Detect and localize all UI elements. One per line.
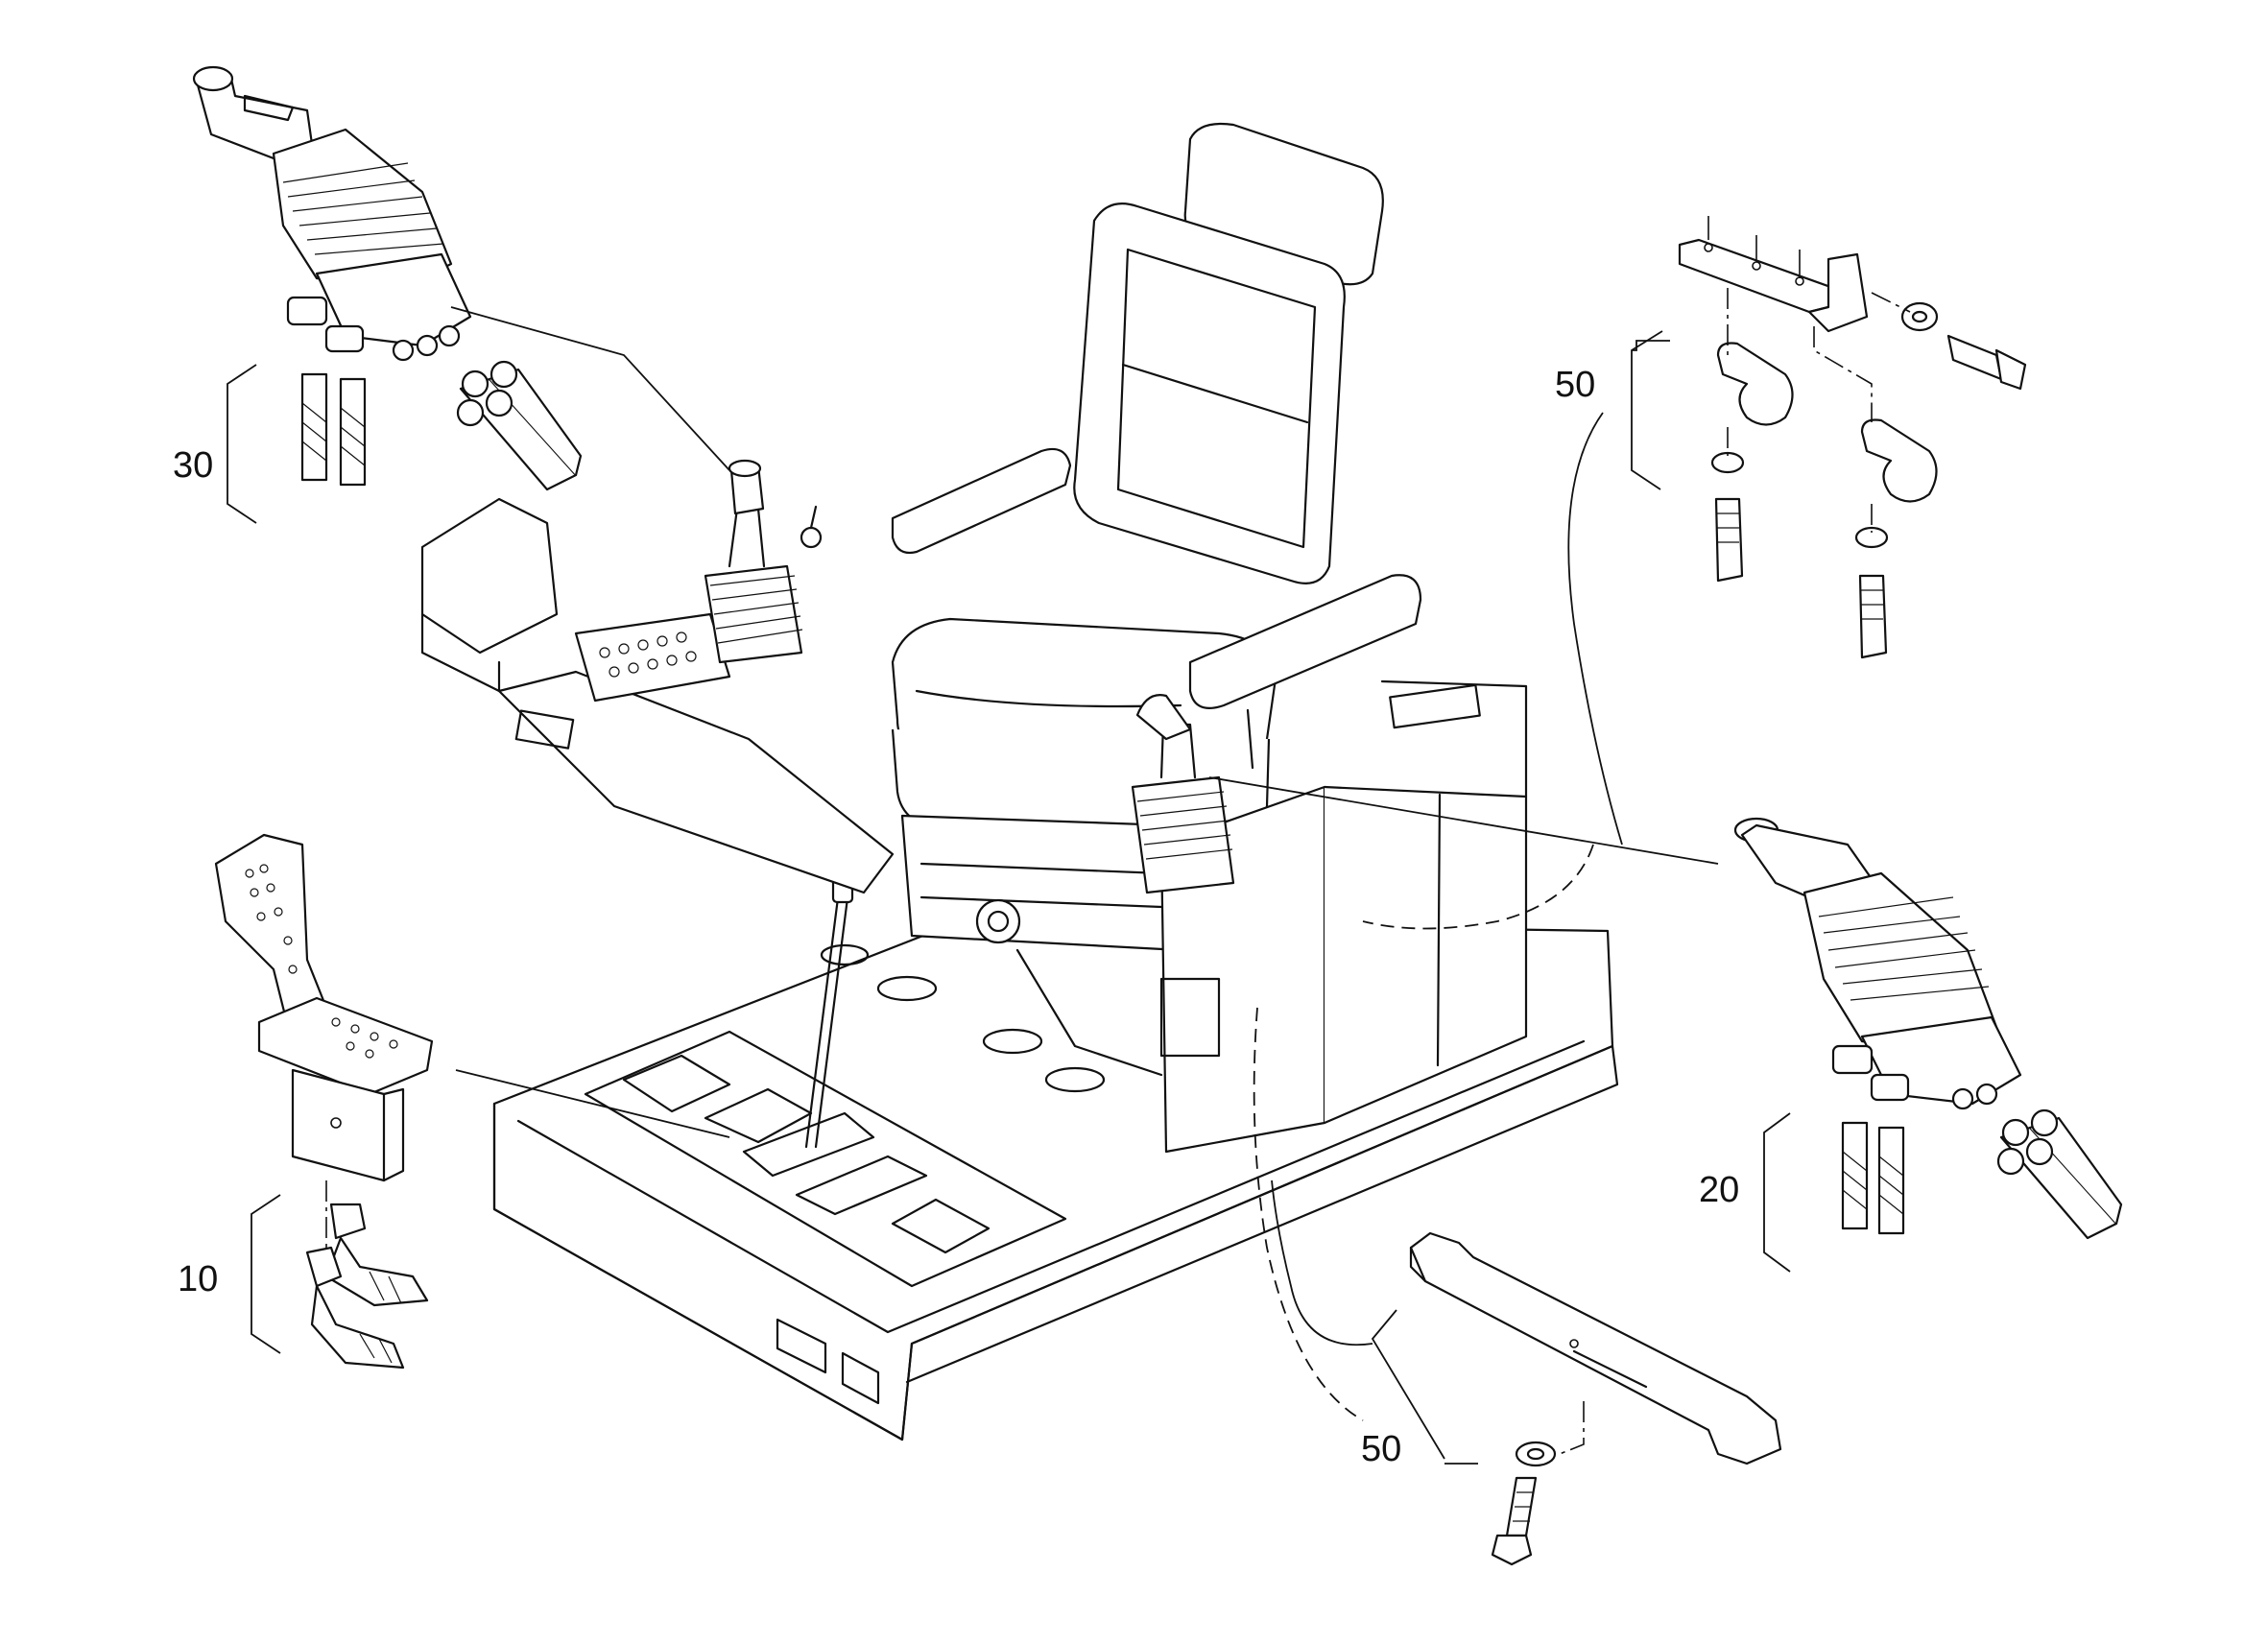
right-console-joystick <box>1131 694 1235 894</box>
callout-label-30: 30 <box>173 445 213 486</box>
cable-routing-dashed <box>1253 844 1594 1421</box>
callout-brackets <box>227 330 1791 1460</box>
part-50-footrest-bar <box>1409 1231 1782 1566</box>
callout-label-10: 10 <box>178 1259 218 1299</box>
part-20-hoses <box>1841 1108 2123 1240</box>
part-50-bracket-clamp-set <box>1567 216 2027 846</box>
part-10-travel-pedal <box>214 833 730 1370</box>
callout-label-20: 20 <box>1699 1170 1739 1210</box>
part-30-hoses <box>300 360 583 491</box>
floor-pedal-plates <box>622 867 991 1254</box>
part-20-right-joystick-assembly <box>1208 776 2123 1240</box>
part-30-left-joystick-assembly <box>192 65 730 491</box>
callout-label-50-top: 50 <box>1555 365 1595 405</box>
callout-label-50-bottom: 50 <box>1361 1429 1401 1469</box>
left-control-console <box>420 459 895 894</box>
